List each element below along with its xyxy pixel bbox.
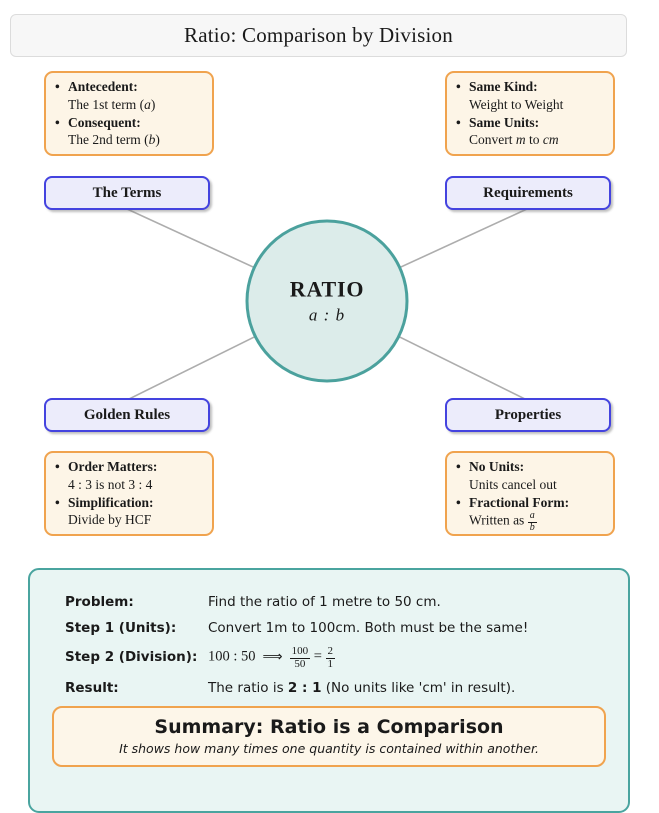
ratio-circle-formula: a : b bbox=[308, 305, 346, 325]
bullet-icon: • bbox=[456, 79, 461, 94]
item-heading: Order Matters: bbox=[68, 459, 158, 474]
summary-title: Summary: Ratio is a Comparison bbox=[154, 716, 504, 739]
example-row-problem: Problem: Find the ratio of 1 metre to 50… bbox=[30, 594, 628, 610]
example-row-step1: Step 1 (Units): Convert 1m to 100cm. Bot… bbox=[30, 620, 628, 636]
golden-rules-detail-box: • Order Matters: 4 : 3 is not 3 : 4 • Si… bbox=[44, 451, 214, 536]
page-title: Ratio: Comparison by Division bbox=[10, 14, 627, 57]
properties-detail-box: • No Units: Units cancel out • Fractiona… bbox=[445, 451, 615, 536]
terms-header-label: The Terms bbox=[92, 184, 162, 201]
row-content: The ratio is 2 : 1 (No units like 'cm' i… bbox=[208, 680, 516, 697]
summary-subtitle: It shows how many times one quantity is … bbox=[119, 741, 539, 757]
item-body: Weight to Weight bbox=[469, 96, 564, 112]
item-heading: No Units: bbox=[469, 459, 525, 474]
list-item: • Same Kind: Weight to Weight bbox=[456, 78, 604, 114]
properties-header-box: Properties bbox=[445, 398, 611, 432]
row-label: Result: bbox=[65, 680, 119, 697]
result-ratio: 2 : 1 bbox=[287, 680, 322, 697]
terms-header-box: The Terms bbox=[44, 176, 210, 210]
list-item: • Antecedent: The 1st term (a) bbox=[55, 78, 203, 114]
requirements-detail-box: • Same Kind: Weight to Weight • Same Uni… bbox=[445, 71, 615, 156]
golden-rules-header-label: Golden Rules bbox=[83, 406, 171, 423]
ratio-circle bbox=[245, 219, 409, 383]
list-item: • Same Units: Convert m to cm bbox=[456, 114, 604, 150]
item-body: The 1st term (a) bbox=[68, 96, 156, 112]
row-label: Step 2 (Division): bbox=[65, 648, 198, 665]
requirements-header-label: Requirements bbox=[483, 184, 573, 201]
bullet-icon: • bbox=[456, 459, 461, 474]
list-item: • No Units: Units cancel out bbox=[456, 458, 604, 494]
item-heading: Simplification: bbox=[68, 494, 154, 510]
summary-box: Summary: Ratio is a Comparison It shows … bbox=[52, 706, 606, 768]
implies-arrow-icon: ⟹ bbox=[262, 648, 283, 665]
diagram-connectors bbox=[126, 208, 528, 401]
item-heading: Antecedent: bbox=[68, 79, 138, 94]
item-body: Convert m to cm bbox=[469, 132, 559, 148]
bullet-icon: • bbox=[456, 114, 461, 130]
item-heading: Same Units: bbox=[469, 114, 540, 130]
row-content: Find the ratio of 1 metre to 50 cm. bbox=[208, 594, 441, 610]
list-item: • Simplification: Divide by HCF bbox=[55, 494, 203, 530]
example-row-result: Result: The ratio is 2 : 1 (No units lik… bbox=[30, 680, 628, 696]
math-variable: cm bbox=[542, 132, 559, 148]
bullet-icon: • bbox=[55, 114, 60, 130]
bullet-icon: • bbox=[456, 494, 461, 510]
list-item: • Order Matters: 4 : 3 is not 3 : 4 bbox=[55, 458, 203, 494]
item-heading: Consequent: bbox=[68, 114, 141, 130]
math-variable: b bbox=[148, 132, 156, 148]
row-label: Problem: bbox=[65, 594, 134, 610]
item-heading: Fractional Form: bbox=[469, 494, 570, 510]
ratio-circle-title: RATIO bbox=[289, 276, 365, 302]
requirements-header-box: Requirements bbox=[445, 176, 611, 210]
math-variable: m bbox=[515, 132, 526, 148]
page-title-text: Ratio: Comparison by Division bbox=[184, 23, 453, 47]
bullet-icon: • bbox=[55, 79, 60, 94]
properties-header-label: Properties bbox=[494, 406, 562, 423]
math-variable: a bbox=[144, 96, 151, 112]
worked-example-panel: Problem: Find the ratio of 1 metre to 50… bbox=[28, 568, 630, 813]
item-body: Divide by HCF bbox=[68, 512, 152, 528]
bullet-icon: • bbox=[55, 459, 60, 474]
list-item: • Consequent: The 2nd term (b) bbox=[55, 114, 203, 150]
item-body: The 2nd term (b) bbox=[68, 132, 160, 148]
item-body: Units cancel out bbox=[469, 476, 557, 492]
bullet-icon: • bbox=[55, 494, 60, 510]
item-body: 4 : 3 is not 3 : 4 bbox=[68, 476, 153, 492]
ratio-circle-label: RATIO a : b bbox=[290, 277, 365, 326]
item-heading: Same Kind: bbox=[469, 79, 538, 94]
row-content: Convert 1m to 100cm. Both must be the sa… bbox=[208, 620, 529, 636]
row-label: Step 1 (Units): bbox=[65, 620, 177, 636]
golden-rules-header-box: Golden Rules bbox=[44, 398, 210, 432]
terms-detail-box: • Antecedent: The 1st term (a) • Consequ… bbox=[44, 71, 214, 156]
